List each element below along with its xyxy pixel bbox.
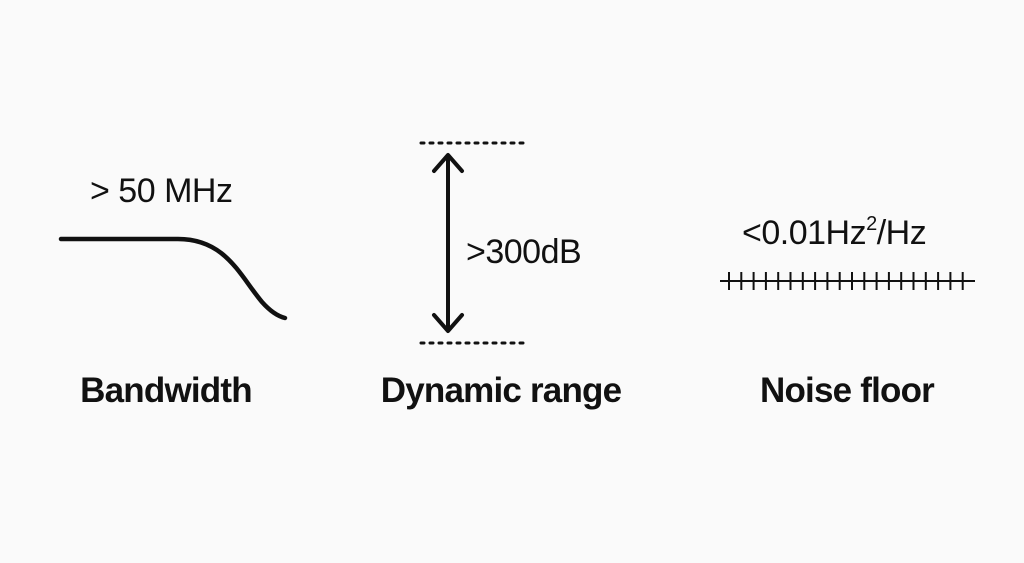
noise-floor-value-exponent: 2 <box>866 213 877 235</box>
dynamic-range-double-arrow <box>432 153 464 333</box>
noise-floor-value: <0.01Hz2/Hz <box>742 213 927 252</box>
noise-floor-value-prefix: <0.01Hz <box>742 214 867 252</box>
noise-floor-value-suffix: /Hz <box>876 214 927 252</box>
noise-floor-label: Noise floor <box>760 371 935 410</box>
arrow-head-down <box>432 313 464 333</box>
arrow-head-up <box>432 153 464 173</box>
bandwidth-label: Bandwidth <box>80 371 252 410</box>
bandwidth-value: > 50 MHz <box>90 172 233 210</box>
dynamic-range-label: Dynamic range <box>380 371 622 410</box>
noise-floor-tick-line <box>720 272 975 290</box>
bandwidth-rolloff-curve <box>58 236 288 321</box>
dynamic-range-value: >300dB <box>466 233 582 271</box>
